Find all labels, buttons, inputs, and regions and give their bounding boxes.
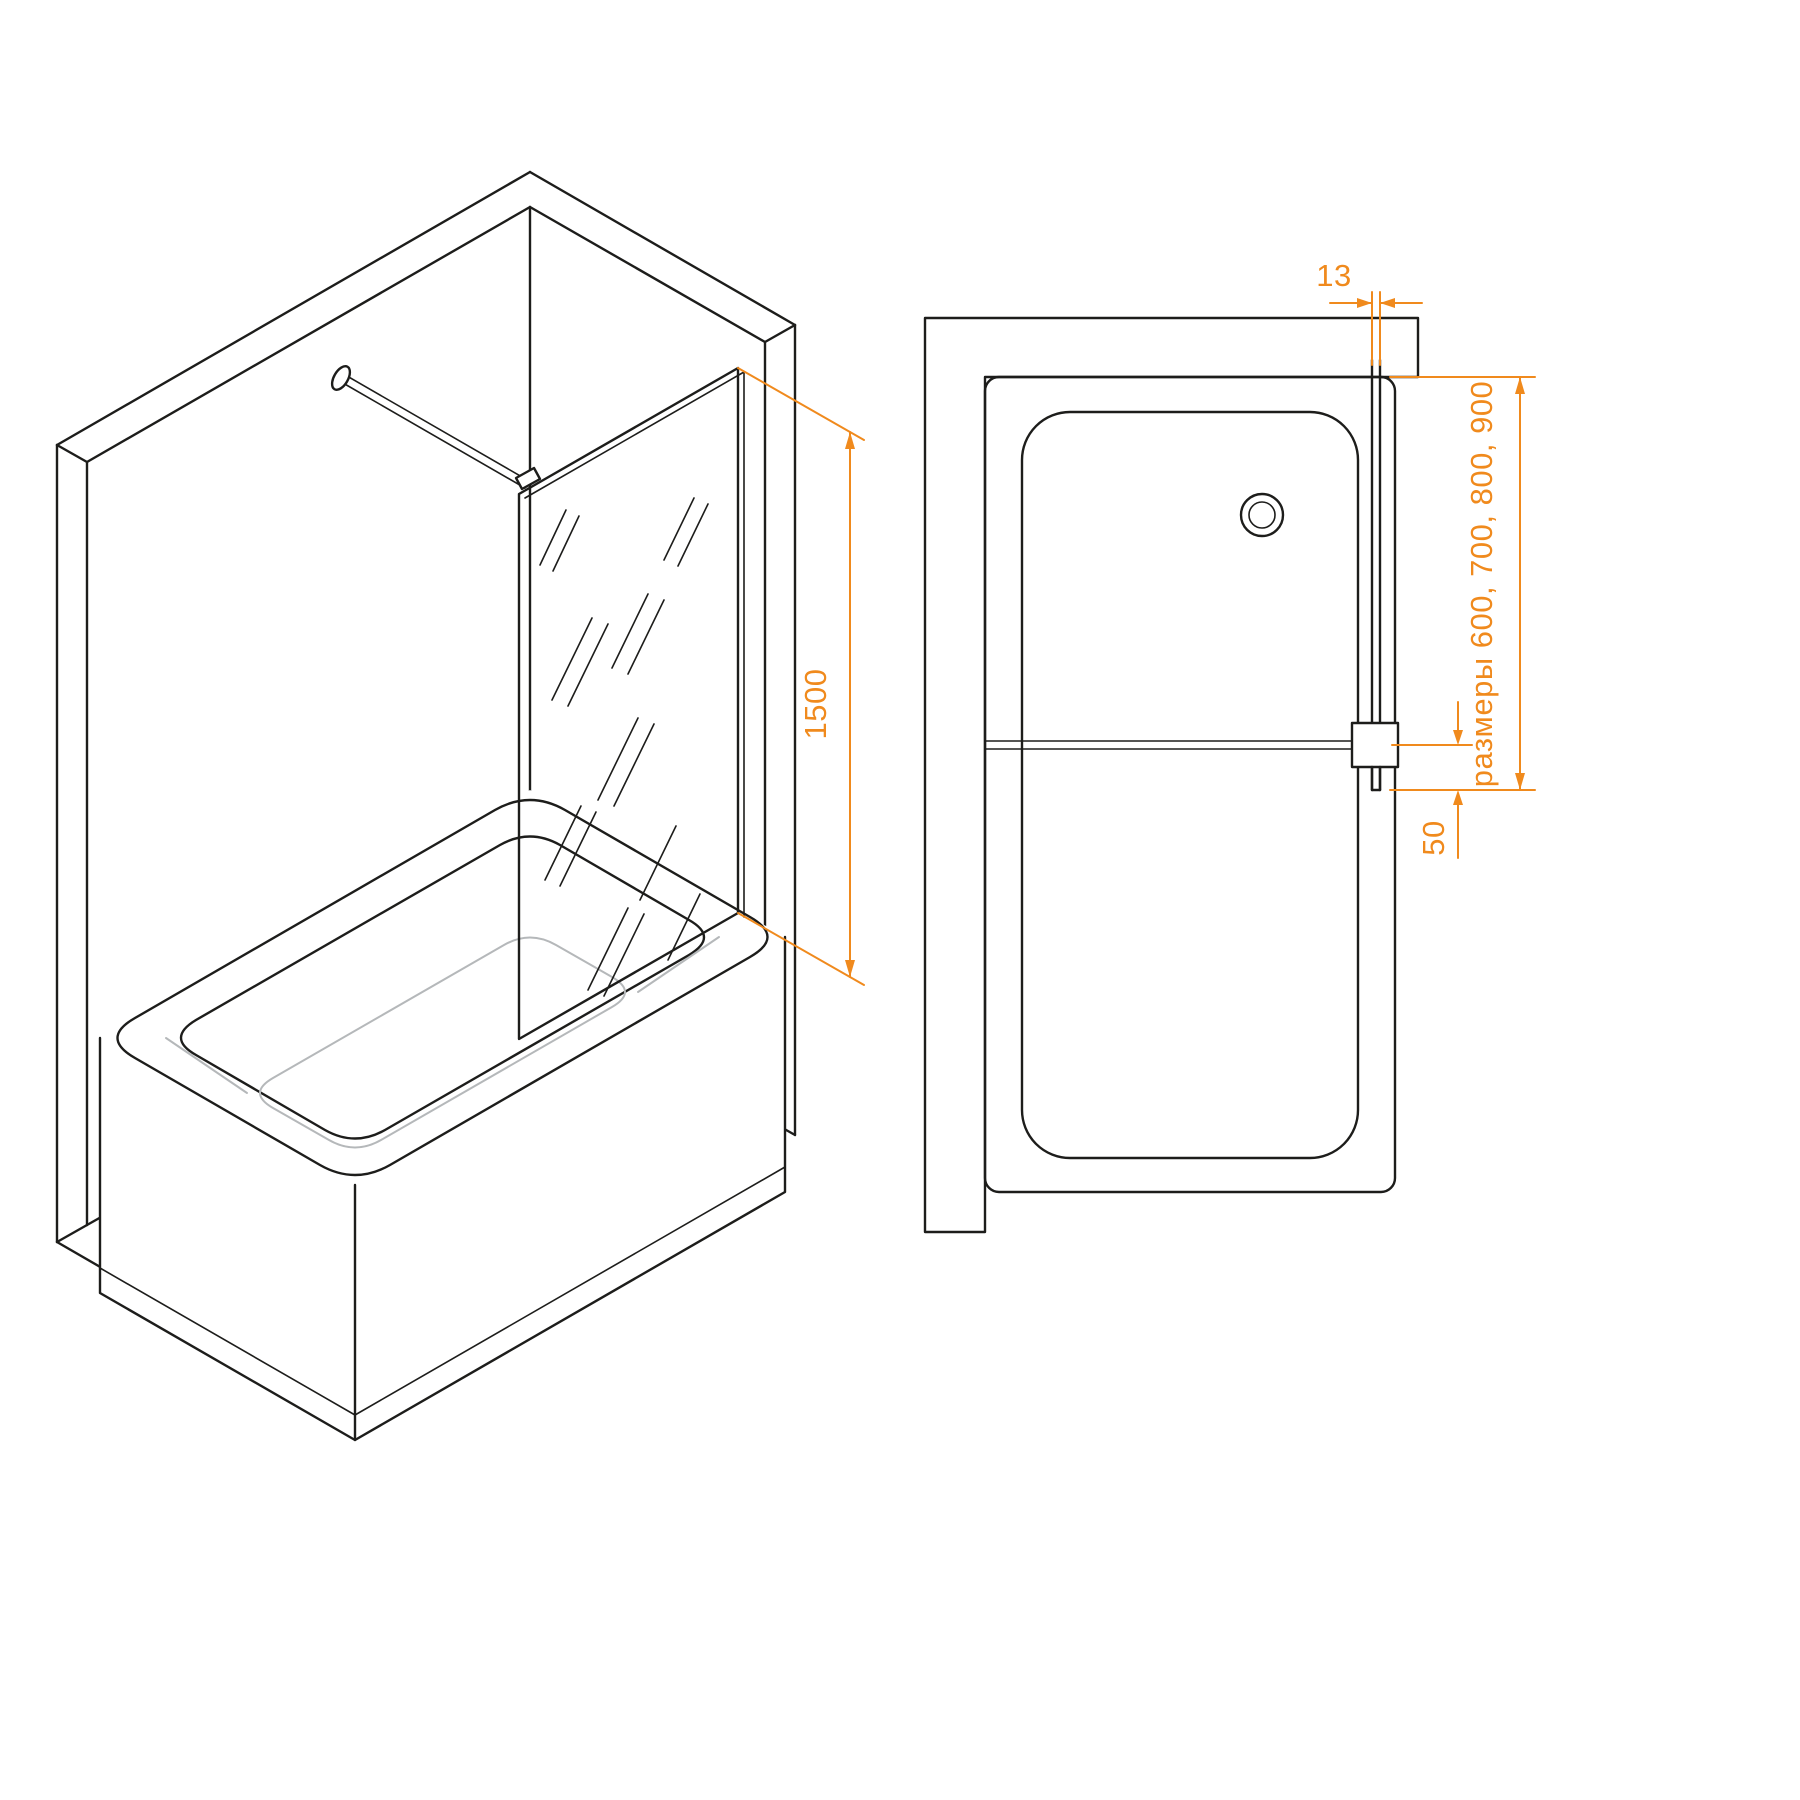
plan-support-bar bbox=[984, 721, 1400, 792]
iso-view: 1500 bbox=[55, 170, 865, 1442]
dim-1500-label: 1500 bbox=[798, 669, 833, 740]
plan-view: 13 размеры 600, 700, 800, 900 50 bbox=[923, 258, 1536, 1234]
iso-support-bar bbox=[330, 365, 542, 491]
plan-bathtub bbox=[983, 375, 1397, 1194]
drain-inner bbox=[1248, 501, 1276, 529]
wall-mount-cap bbox=[330, 365, 352, 391]
iso-bathtub bbox=[98, 790, 787, 1442]
dimension-bar-offset: 50 bbox=[1391, 701, 1473, 859]
iso-glass-panel bbox=[517, 366, 745, 1041]
plan-glass-panel bbox=[1370, 358, 1382, 792]
dim-13-label: 13 bbox=[1316, 258, 1351, 293]
drain-outer bbox=[1239, 492, 1285, 538]
dimension-glass-thickness: 13 bbox=[1316, 258, 1423, 366]
plan-wall bbox=[923, 316, 1420, 1234]
glass-reflection-hatching bbox=[539, 497, 709, 997]
dimension-width-options: размеры 600, 700, 800, 900 bbox=[1389, 376, 1536, 791]
glass-clamp bbox=[514, 466, 542, 491]
dim-widths-label: размеры 600, 700, 800, 900 bbox=[1464, 381, 1499, 788]
dim-50-label: 50 bbox=[1416, 820, 1451, 855]
dimension-glass-height: 1500 bbox=[737, 367, 865, 986]
